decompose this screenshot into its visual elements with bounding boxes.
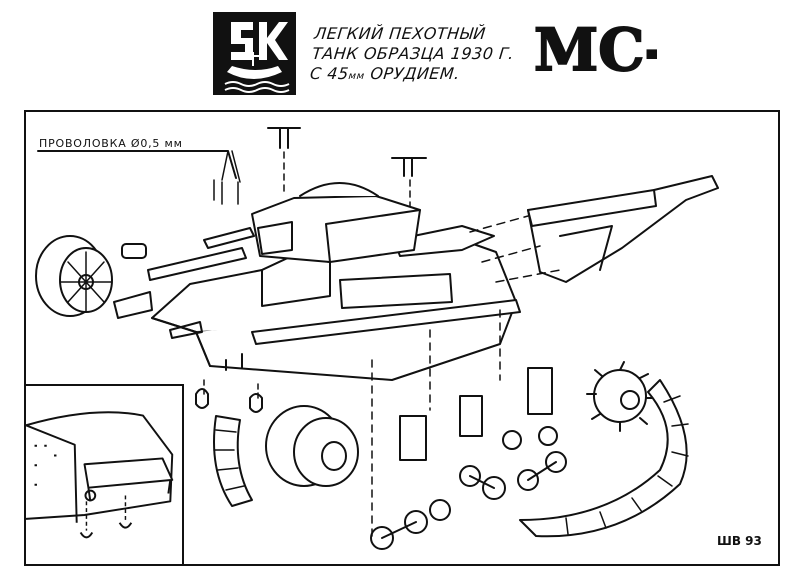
rear-tail-skid: [527, 175, 719, 283]
suspension-bogies: [370, 309, 567, 550]
exploded-view-frame: [24, 110, 780, 566]
wire-callout: ПРОВОЛОВКА Ø0,5 мм: [39, 137, 183, 150]
publisher-logo: SK: [213, 12, 296, 95]
drive-sprocket: [586, 361, 656, 432]
turret: [251, 195, 421, 263]
model-text: MC-1: [534, 16, 657, 84]
ship-logo-icon: [213, 12, 296, 95]
track-fender: [251, 299, 521, 345]
wire-callout-line: [37, 150, 237, 179]
main-gun: [147, 247, 247, 281]
detail-inset: [24, 384, 184, 566]
track-run: [519, 379, 688, 538]
axle-pin: [121, 243, 147, 259]
hatch-handle: [267, 127, 301, 149]
tow-hook-detail: [26, 411, 174, 539]
commander-cupola: [299, 182, 379, 197]
artist-signature: ШВ 93: [717, 534, 762, 548]
model-designation: MC-1: [532, 14, 657, 84]
